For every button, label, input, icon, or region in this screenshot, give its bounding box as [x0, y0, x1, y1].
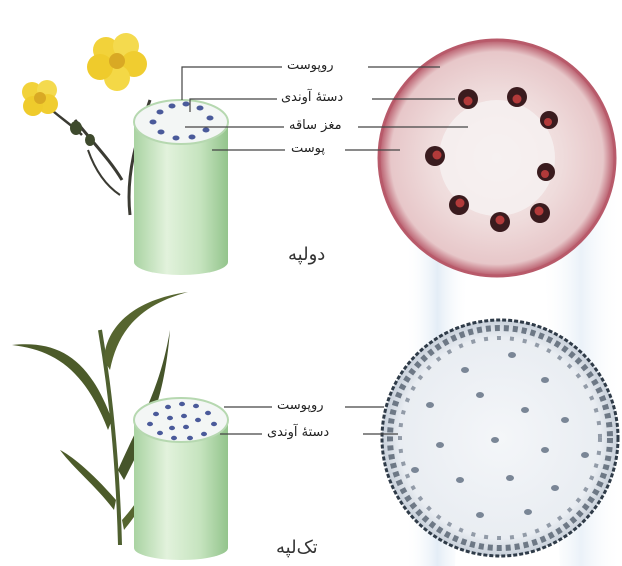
dicot-cortex-label: پوست	[288, 141, 328, 157]
monocot-epidermis-label: روپوست	[274, 398, 327, 414]
monocot-stem-cylinder	[134, 398, 228, 560]
monocot-vascular-bundle-label: دستهٔ آوندی	[264, 425, 332, 441]
dicot-caption: دولپه	[288, 244, 325, 265]
dicot-plant-illustration	[22, 33, 150, 215]
dicot-vascular-bundle-label: دستهٔ آوندی	[278, 90, 346, 106]
dicot-pith-label: مغز ساقه	[286, 118, 345, 134]
yellow-flower	[87, 33, 147, 91]
monocot-caption: تک‌لپه	[276, 537, 318, 558]
dicot-epidermis-label: روپوست	[284, 58, 337, 74]
monocot-cross-section	[382, 320, 618, 556]
yellow-flower-small	[22, 80, 58, 116]
dicot-cross-section	[379, 40, 615, 276]
dicot-stem-cylinder	[134, 100, 228, 275]
